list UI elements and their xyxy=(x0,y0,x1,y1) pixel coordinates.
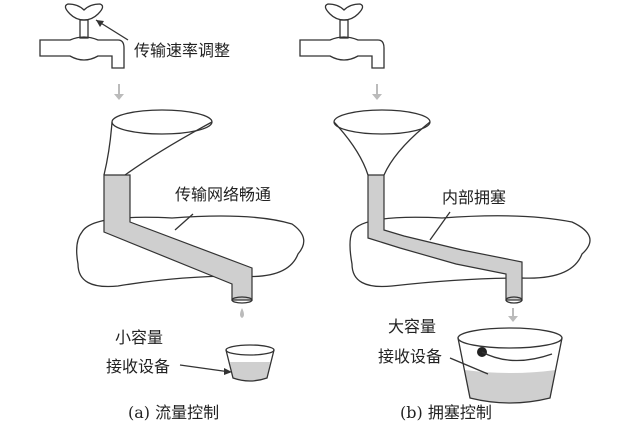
funnel-left xyxy=(103,109,213,176)
funnel-right xyxy=(333,109,431,176)
caption-flow-control: (a) 流量控制 xyxy=(128,403,219,422)
label-rate-adjust: 传输速率调整 xyxy=(134,41,230,60)
label-receiver-right: 接收设备 xyxy=(378,347,442,366)
caption-congestion-control: (b) 拥塞控制 xyxy=(400,403,492,422)
left-panel: 传输速率调整 传输网络畅通 小容量 接收设备 (a) 流量控制 xyxy=(39,3,305,422)
label-internal-congestion: 内部拥塞 xyxy=(442,188,506,207)
label-large-capacity: 大容量 xyxy=(388,317,436,336)
pointer-cup xyxy=(179,364,231,373)
faucet-icon-right xyxy=(299,3,385,69)
pointer-congestion xyxy=(429,211,451,241)
label-receiver-left: 接收设备 xyxy=(106,357,170,376)
small-cup xyxy=(225,344,275,382)
label-small-capacity: 小容量 xyxy=(115,328,163,347)
flow-arrow-icon xyxy=(114,84,124,100)
pointer-network-left xyxy=(174,213,194,231)
cloud-network-left xyxy=(76,215,305,288)
large-bucket xyxy=(457,327,563,404)
cloud-network-right xyxy=(349,215,591,288)
water-drop-icon xyxy=(240,308,244,318)
faucet-icon-left xyxy=(39,3,125,69)
right-panel: 内部拥塞 大容量 接收设备 (b) 拥塞控制 xyxy=(299,3,591,422)
pointer-bucket xyxy=(449,357,489,375)
label-network-clear: 传输网络畅通 xyxy=(175,185,271,204)
